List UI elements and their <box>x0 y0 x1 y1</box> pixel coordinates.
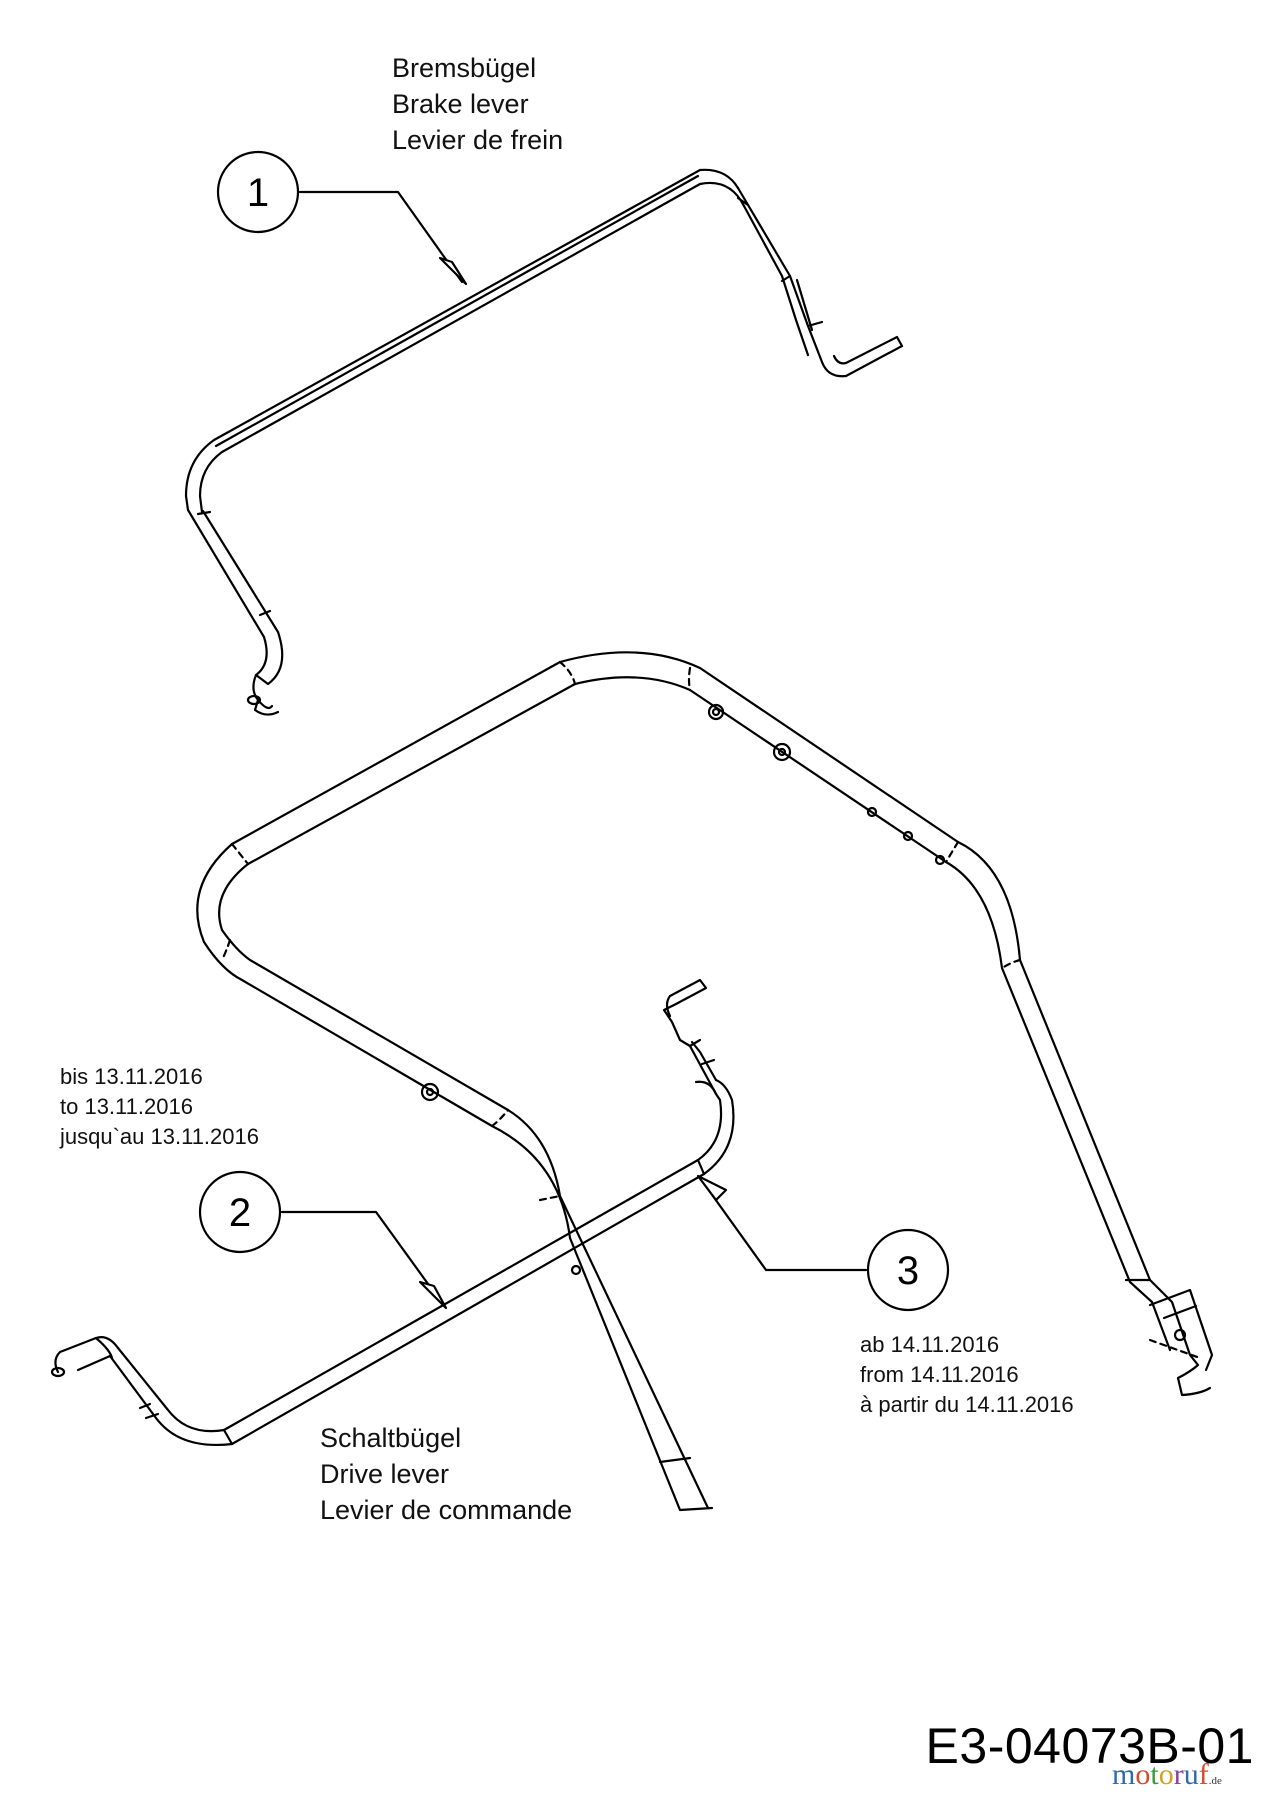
brake-label-fr: Levier de frein <box>392 125 564 155</box>
brake-label-en: Brake lever <box>392 89 529 119</box>
from-label-de: ab 14.11.2016 <box>860 1332 1000 1357</box>
from-label-en: from 14.11.2016 <box>860 1362 1019 1387</box>
drive-label-fr: Levier de commande <box>320 1495 573 1525</box>
brake-lever-drawing <box>184 168 904 716</box>
from-date-label: ab 14.11.2016 from 14.11.2016 à partir d… <box>860 1330 1074 1420</box>
watermark-logo: motoruf.de <box>1112 1758 1222 1798</box>
brake-label-de: Bremsbügel <box>392 53 537 83</box>
watermark-letter: o <box>1158 1758 1174 1791</box>
drawing-code: E3-04073B-01 <box>925 1718 1254 1774</box>
callout-3-number: 3 <box>897 1249 919 1293</box>
callout-1-number: 1 <box>247 171 269 215</box>
handle-frame-drawing <box>196 651 1214 1512</box>
drive-label-en: Drive lever <box>320 1459 450 1489</box>
watermark-letter: t <box>1150 1758 1159 1791</box>
callout-2-graphic <box>198 1170 448 1310</box>
brake-lever-label: Bremsbügel Brake lever Levier de frein <box>392 50 563 158</box>
from-label-fr: à partir du 14.11.2016 <box>860 1392 1074 1417</box>
callout-1-graphic <box>216 150 468 286</box>
drive-label-de: Schaltbügel <box>320 1423 462 1453</box>
watermark-letter: u <box>1183 1758 1199 1791</box>
watermark-letter: o <box>1135 1758 1151 1791</box>
drive-lever-label: Schaltbügel Drive lever Levier de comman… <box>320 1420 572 1528</box>
watermark-letter: m <box>1112 1758 1136 1791</box>
until-date-label: bis 13.11.2016 to 13.11.2016 jusqu`au 13… <box>60 1062 259 1152</box>
until-label-en: to 13.11.2016 <box>60 1094 193 1119</box>
callout-2-number: 2 <box>229 1191 251 1235</box>
watermark-letter: r <box>1173 1758 1184 1791</box>
drive-lever-drawing <box>50 978 735 1446</box>
callout-3-graphic <box>696 1174 950 1312</box>
watermark-letter: f <box>1198 1758 1209 1791</box>
until-label-fr: jusqu`au 13.11.2016 <box>60 1124 259 1149</box>
until-label-de: bis 13.11.2016 <box>60 1064 203 1089</box>
watermark-suffix: .de <box>1208 1775 1222 1787</box>
